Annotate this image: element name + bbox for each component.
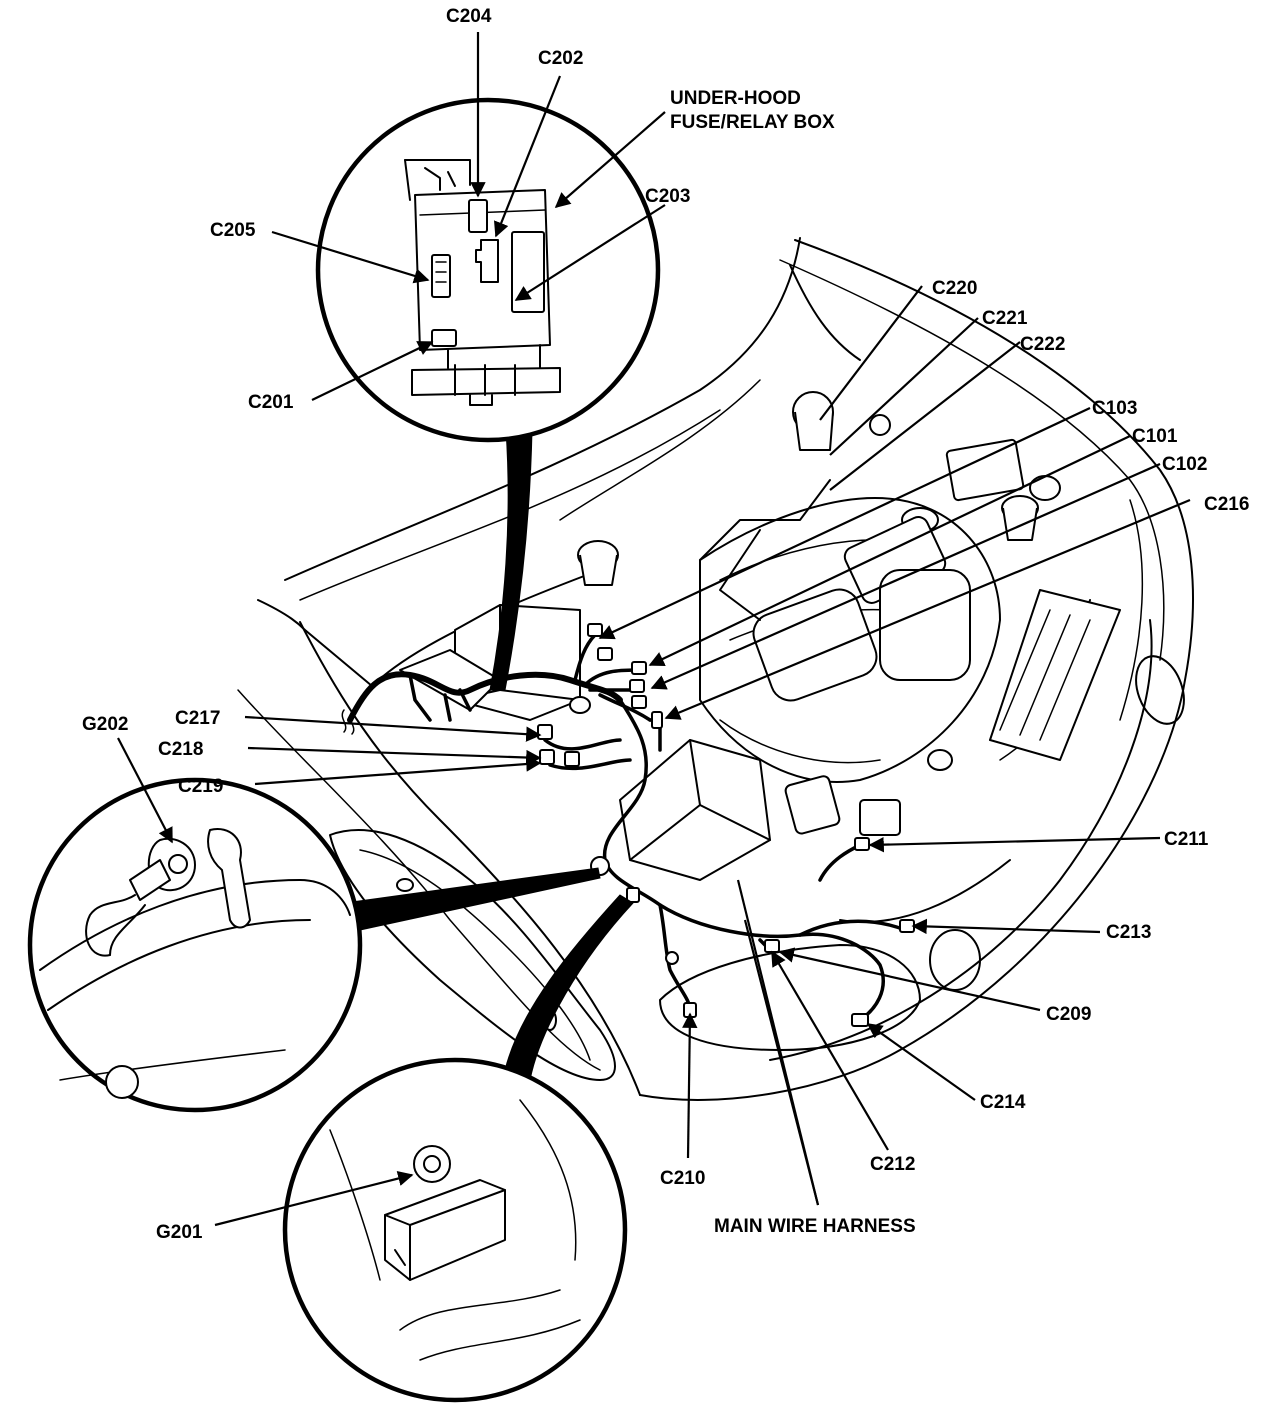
label-g202: G202 — [82, 714, 128, 735]
label-c216: C216 — [1204, 494, 1249, 515]
label-fuse-box-line1: UNDER-HOOD — [670, 88, 801, 109]
callout-lines — [117, 32, 1191, 1227]
label-g201: G201 — [156, 1222, 203, 1243]
label-c204: C204 — [446, 6, 492, 27]
label-c219: C219 — [178, 776, 223, 797]
label-c220: C220 — [932, 278, 977, 299]
label-c102: C102 — [1162, 454, 1207, 475]
label-c201: C201 — [248, 392, 294, 413]
g201-detail — [282, 894, 634, 1403]
fuse-box-detail — [315, 97, 661, 691]
label-fuse-box-line2: FUSE/RELAY BOX — [670, 112, 835, 133]
label-c214: C214 — [980, 1092, 1026, 1113]
label-c209: C209 — [1046, 1004, 1091, 1025]
label-c212: C212 — [870, 1154, 915, 1175]
label-main-wire-harness: MAIN WIRE HARNESS — [714, 1216, 916, 1237]
label-c101: C101 — [1132, 426, 1178, 447]
label-c103: C103 — [1092, 398, 1137, 419]
g202-detail — [27, 777, 601, 1113]
label-c211: C211 — [1164, 829, 1209, 850]
label-c217: C217 — [175, 708, 220, 729]
labels: C204 C202 UNDER-HOOD FUSE/RELAY BOX C203… — [82, 6, 1249, 1243]
label-c210: C210 — [660, 1168, 705, 1189]
label-c205: C205 — [210, 220, 256, 241]
label-c221: C221 — [982, 308, 1028, 329]
label-c213: C213 — [1106, 922, 1151, 943]
label-c203: C203 — [645, 186, 690, 207]
label-c218: C218 — [158, 739, 203, 760]
label-c202: C202 — [538, 48, 583, 69]
label-c222: C222 — [1020, 334, 1065, 355]
engine-components — [396, 391, 1121, 1031]
